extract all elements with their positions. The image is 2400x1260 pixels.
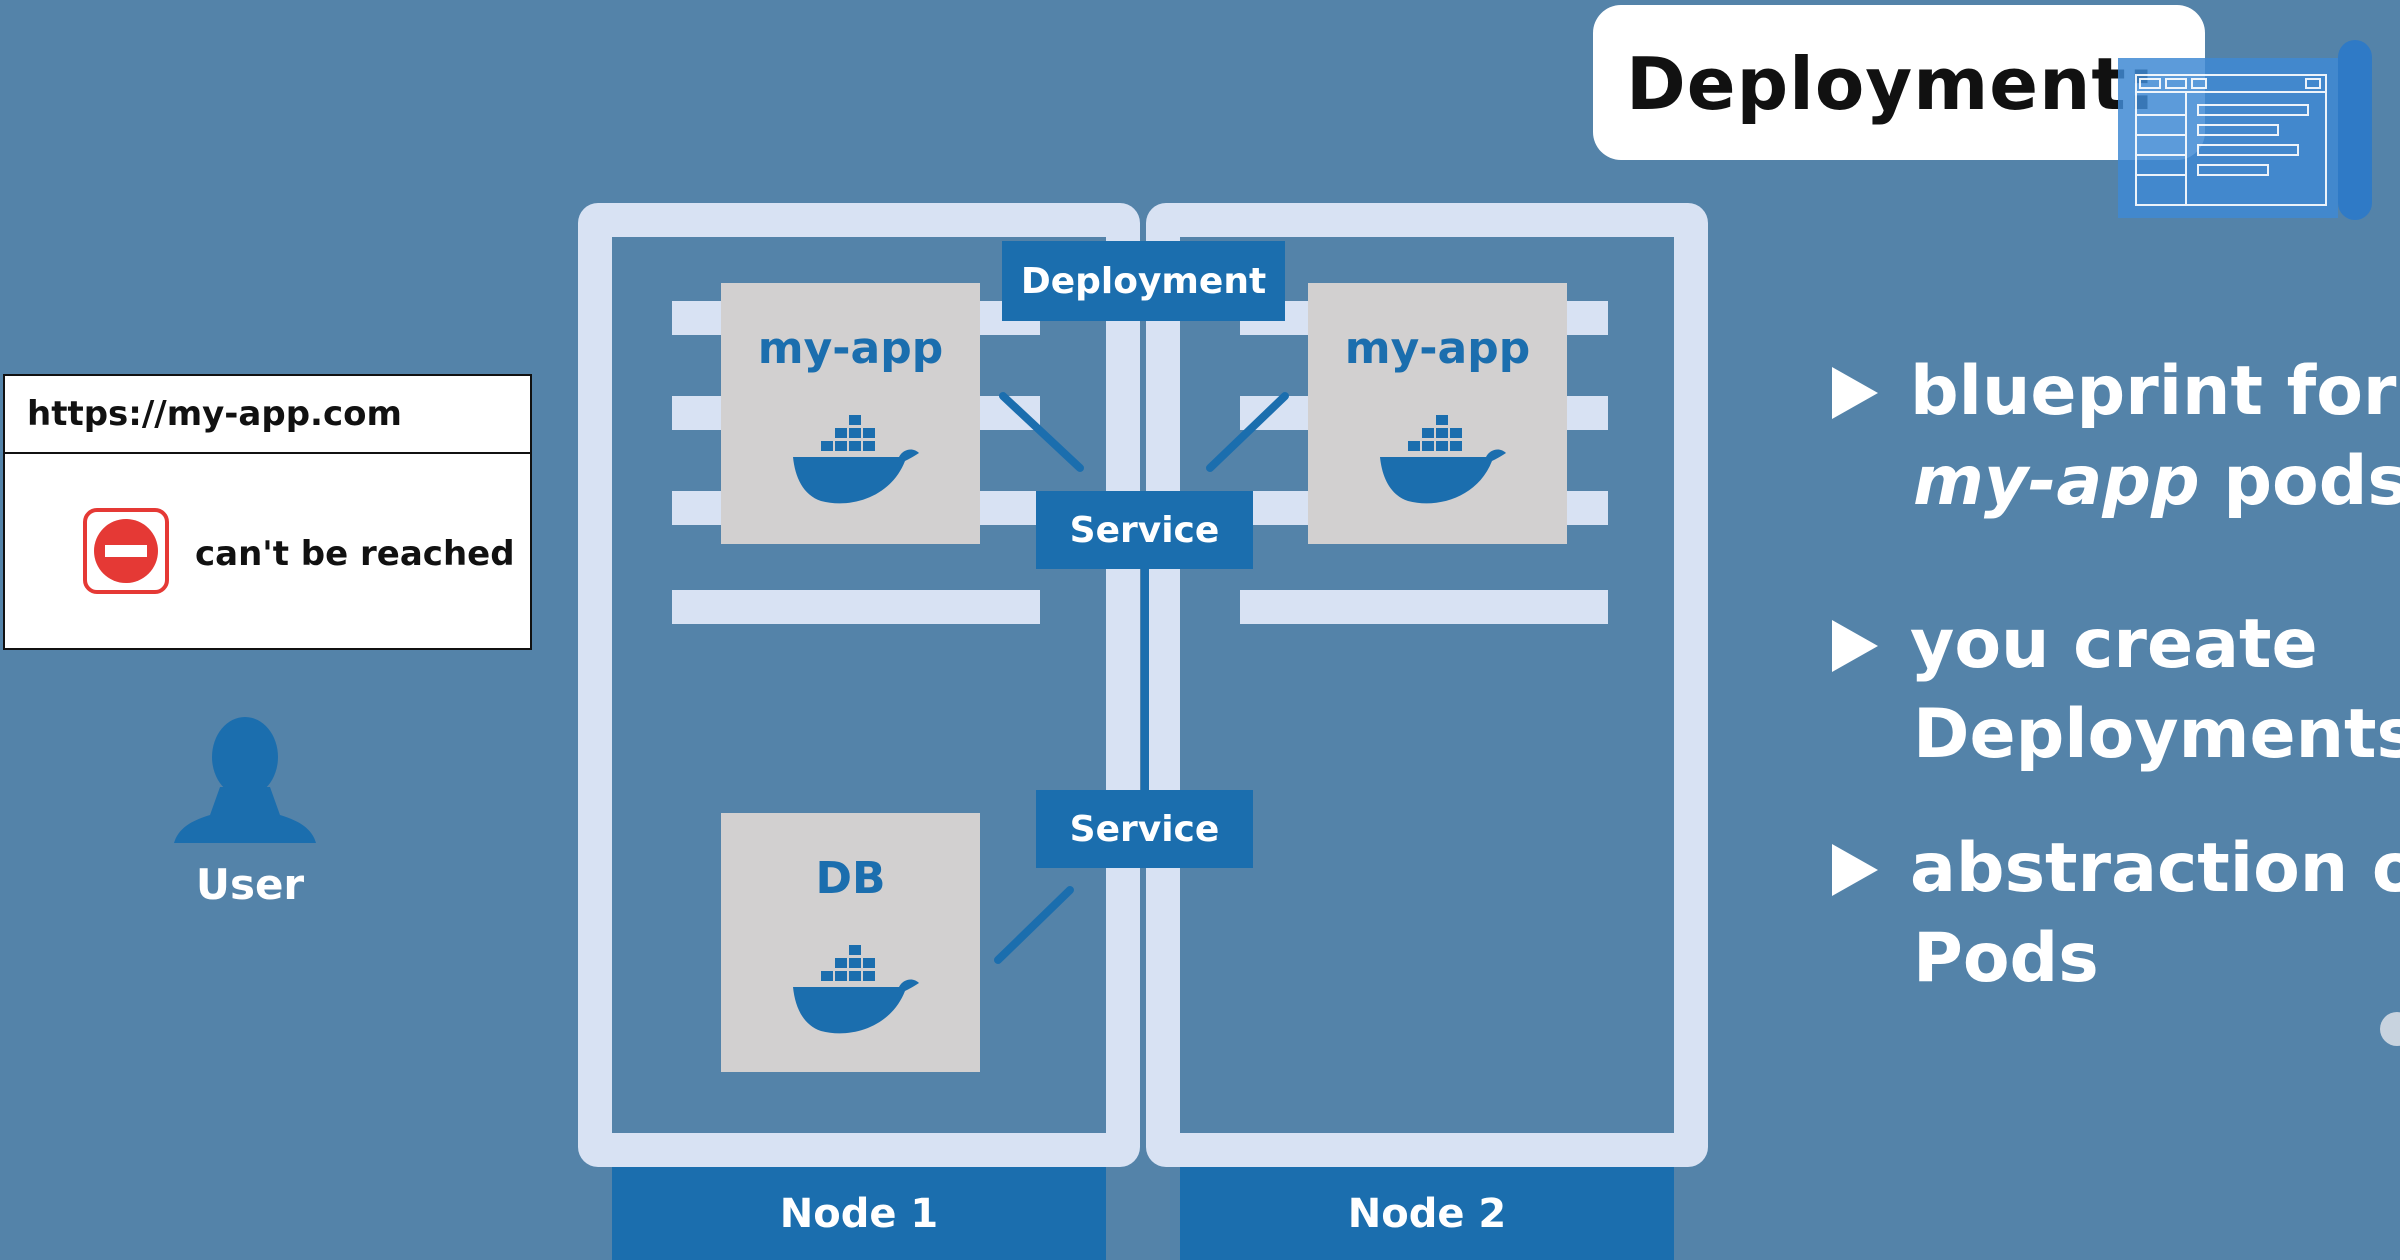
deployment-label: Deployment xyxy=(1002,241,1285,321)
title-card xyxy=(1593,5,2205,160)
bullet-item: blueprint for my-app pods xyxy=(1830,347,2400,527)
lane xyxy=(672,590,1040,624)
docker-whale-icon xyxy=(1380,415,1506,504)
bullet-line: Deployments xyxy=(1913,695,2400,774)
pod-my-app-1: my-app xyxy=(721,283,980,544)
pod-label: my-app xyxy=(1344,323,1531,374)
docker-whale-icon xyxy=(793,945,919,1034)
bullet-line: blueprint for xyxy=(1910,352,2397,431)
bullet-rest: pods xyxy=(2199,442,2400,521)
bullet-line: you create xyxy=(1910,605,2318,684)
pod-label: DB xyxy=(815,853,886,904)
url-bar[interactable]: https://my-app.com xyxy=(5,376,530,454)
user-icon xyxy=(174,717,316,843)
bullet-line: abstraction of xyxy=(1910,829,2400,908)
node-2-label: Node 2 xyxy=(1180,1167,1674,1260)
pod-my-app-2: my-app xyxy=(1308,283,1567,544)
node-2-frame xyxy=(1146,203,1708,1167)
node-1-frame xyxy=(578,203,1140,1167)
node-1-label: Node 1 xyxy=(612,1167,1106,1260)
pod-label: my-app xyxy=(757,323,944,374)
no-entry-icon xyxy=(83,508,169,594)
page-title: Deployment: xyxy=(1626,42,2157,126)
browser-window: https://my-app.com can't be reached xyxy=(3,374,532,650)
edge-dot xyxy=(2380,1012,2400,1046)
service-box: Service xyxy=(1036,491,1253,569)
bullet-item: abstraction of Pods xyxy=(1830,824,2400,1004)
service-box: Service xyxy=(1036,790,1253,868)
bullet-item: you create Deployments xyxy=(1830,600,2400,780)
play-arrow-icon xyxy=(1832,620,1878,672)
user-label: User xyxy=(195,860,305,909)
play-arrow-icon xyxy=(1832,367,1878,419)
bullet-line: Pods xyxy=(1913,919,2099,998)
lane xyxy=(1240,590,1608,624)
pod-db: DB xyxy=(721,813,980,1072)
play-arrow-icon xyxy=(1832,844,1878,896)
blueprint-icon xyxy=(2118,40,2372,220)
bullet-line: my-app pods xyxy=(1913,437,2400,527)
error-message: can't be reached xyxy=(195,534,515,574)
docker-whale-icon xyxy=(793,415,919,504)
bullet-italic: my-app xyxy=(1913,442,2200,521)
